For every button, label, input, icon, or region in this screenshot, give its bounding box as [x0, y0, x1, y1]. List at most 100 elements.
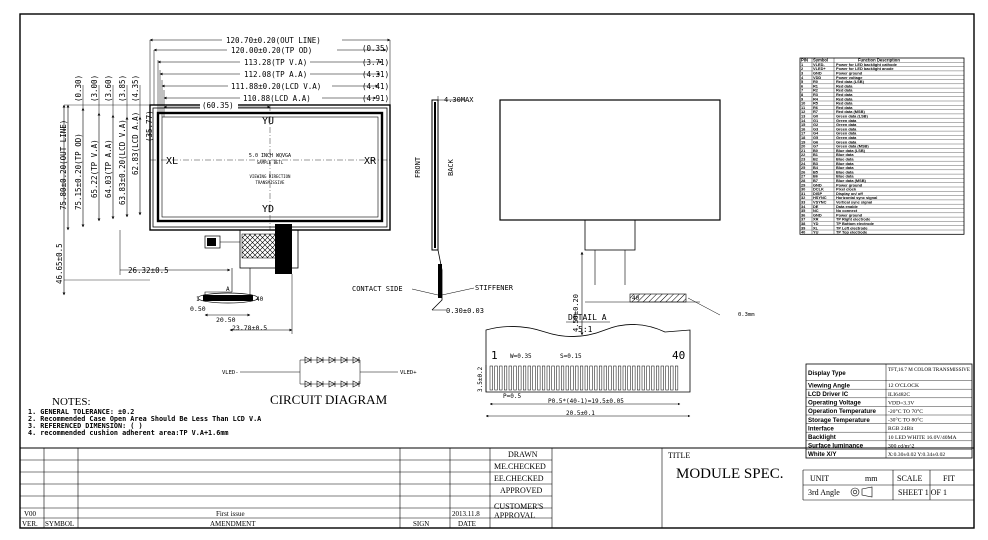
detail-finger — [494, 365, 498, 391]
pin-cell: 13 — [801, 114, 806, 119]
marker-down: YD — [262, 204, 274, 215]
pin-cell: Vertical sync signal — [836, 200, 872, 205]
detail-finger — [584, 365, 588, 391]
tb-me-checked: ME.CHECKED — [494, 462, 546, 471]
dim-left-1: 75.80±0.20(OUT LINE) — [59, 120, 68, 210]
pin-cell: 33 — [801, 200, 806, 205]
detail-finger — [508, 365, 512, 391]
tb-hdr-amendment: AMENDMENT — [210, 520, 256, 528]
spec-label: Backlight — [808, 434, 836, 441]
tb-hdr-date: DATE — [458, 520, 476, 528]
pin-cell: 26 — [801, 169, 806, 174]
pin-cell: B6 — [813, 174, 819, 179]
dim-right-3: (4.31) — [362, 70, 389, 79]
note-1: 1. GENERAL TOLERANCE: ±0.2 — [28, 408, 134, 416]
pin-cell: Red data (MSB) — [836, 109, 865, 114]
pin-cell: Data enable — [836, 204, 859, 209]
pin-cell: 29 — [801, 182, 806, 187]
detail-finger — [627, 365, 631, 391]
side-view: 4.30MAX FRONT BACK CONTACT SIDE STIFFENE… — [352, 96, 514, 315]
spec-label: Storage Temperature — [808, 417, 870, 424]
pin-cell: 16 — [801, 126, 806, 131]
dim-right-1: (0.35) — [362, 44, 389, 53]
detail-finger — [537, 365, 541, 391]
dim-top-2: 120.00±0.20(TP OD) — [231, 46, 312, 55]
pin-cell: GND — [813, 212, 822, 217]
spec-value: RGB 24Bit — [888, 426, 914, 432]
tb-title: MODULE SPEC. — [676, 466, 784, 482]
pin-cell: Red data — [836, 83, 853, 88]
fpc-pin-1: 1 — [196, 296, 200, 303]
pin-cell: R0 — [813, 79, 818, 84]
fpc-stiffener — [241, 233, 278, 259]
pin-cell: Red data — [836, 88, 853, 93]
pin-cell: Blue data — [836, 165, 854, 170]
detail-finger — [637, 365, 641, 391]
pin-cell: Blue data (MSB) — [836, 178, 867, 183]
fpc-pin-40: 40 — [256, 296, 264, 303]
dim-left-top-4: (3.85) — [118, 75, 127, 102]
dim-top-7: (60.35) — [202, 101, 234, 110]
pin-cell: Green data (LSB) — [836, 114, 868, 119]
marker-right: XR — [364, 156, 377, 167]
dim-left-top-5: (4.35) — [131, 75, 140, 102]
side-front: FRONT — [414, 156, 422, 178]
detail-finger — [561, 365, 565, 391]
spec-label: Operation Temperature — [808, 408, 877, 415]
pin-cell: VLED- — [813, 62, 825, 67]
detail-finger — [523, 365, 527, 391]
dim-left-3: 65.22(TP V.A) — [90, 139, 99, 198]
pin-cell: Horizontal sync signal — [836, 195, 877, 200]
spec-value: -30°C TO 80°C — [888, 417, 923, 424]
spec-value: VDD=3.3V — [888, 400, 914, 406]
spec-label: LCD Driver IC — [808, 391, 849, 398]
pin-cell: VLED+ — [813, 66, 826, 71]
pin-cell: G0 — [813, 114, 818, 119]
pin-cell: VDD — [813, 75, 821, 80]
led-icon — [316, 356, 324, 364]
detail-finger — [532, 365, 536, 391]
spec-value: -20°C TO 70°C — [888, 408, 923, 415]
pin-cell: Blue data — [836, 169, 854, 174]
detail-finger — [632, 365, 636, 391]
led-icon — [316, 380, 324, 388]
back-dim: 4.50±0.20 — [572, 294, 580, 332]
side-stiffener: STIFFENER — [475, 284, 514, 292]
pin-cell: 9 — [801, 96, 804, 101]
pin-cell: 14 — [801, 118, 806, 123]
dim-left-top-3: (3.60) — [104, 75, 113, 102]
pin-cell: Power ground — [836, 182, 863, 187]
detail-pin-1: 1 — [491, 349, 498, 362]
detail-finger — [670, 365, 674, 391]
spec-value: 300 cd/m^2 — [888, 443, 915, 449]
detail-finger — [656, 365, 660, 391]
detail-finger — [527, 365, 531, 391]
detail-finger — [589, 365, 593, 391]
detail-p: P=0.5 — [503, 393, 521, 400]
led-icon — [340, 380, 348, 388]
spec-label: Viewing Angle — [808, 382, 851, 389]
pin-cell: G2 — [813, 122, 819, 127]
dim-right-5: (4.91) — [362, 94, 389, 103]
detail-finger — [556, 365, 560, 391]
spec-value: X:0.30±0.02 Y:0.34±0.02 — [888, 452, 945, 458]
pin-header-1: Symbol — [813, 58, 828, 63]
tb-approval: APPROVAL — [494, 511, 535, 520]
pin-cell: 19 — [801, 139, 806, 144]
detail-finger — [641, 365, 645, 391]
circuit-vled-plus: VLED+ — [400, 370, 417, 376]
title-block: DRAWN ME.CHECKED EE.CHECKED APPROVED CUS… — [20, 447, 974, 528]
tb-approved: APPROVED — [500, 486, 542, 495]
tb-ee-checked: EE.CHECKED — [494, 474, 544, 483]
spec-label: White X/Y — [808, 451, 837, 458]
pin-cell: R4 — [813, 96, 819, 101]
pin-cell: Power ground — [836, 212, 863, 217]
pin-cell: Red data — [836, 101, 853, 106]
pin-cell: 1 — [801, 62, 804, 67]
pin-cell: YU — [813, 230, 819, 235]
pin-cell: 7 — [801, 88, 803, 93]
marker-up: YU — [262, 116, 274, 127]
pin-cell: YD — [813, 221, 819, 226]
pin-cell: 31 — [801, 191, 806, 196]
